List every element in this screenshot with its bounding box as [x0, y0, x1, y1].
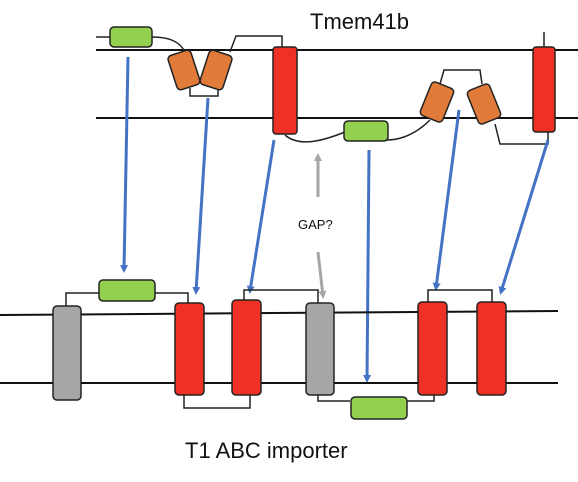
- top-loop-7: [494, 123, 549, 145]
- bottom-membrane-upper-line: [0, 310, 559, 316]
- top-loop-3: [229, 35, 283, 53]
- abc-importer-topology: T1 ABC importer: [0, 279, 559, 463]
- top-green-domain-n: [109, 26, 153, 48]
- top-loop-2: [189, 88, 219, 97]
- bottom-red-helix-3: [417, 301, 448, 396]
- bottom-loop-2: [183, 395, 251, 409]
- bottom-red-helix-4: [476, 301, 507, 396]
- bottom-loop-4b: [407, 395, 435, 402]
- gap-label: GAP?: [298, 217, 333, 232]
- arrow-orange-to-red-3: [432, 109, 461, 291]
- bottom-loop-1b: [154, 292, 189, 304]
- arrow-red-to-red-2: [246, 139, 276, 294]
- bottom-loop-4a: [317, 395, 350, 402]
- bottom-loop-1a: [65, 292, 100, 307]
- mapping-arrows: GAP?: [120, 56, 550, 383]
- bottom-red-helix-1: [174, 302, 205, 396]
- top-red-helix-1: [272, 46, 298, 135]
- top-green-domain-mid: [343, 120, 389, 142]
- gray-arrow-down: [316, 251, 327, 299]
- top-orange-helix-4: [466, 83, 502, 125]
- bottom-loop-3: [243, 289, 319, 304]
- top-red-helix-2: [532, 46, 556, 133]
- arrow-red-to-red-4: [498, 139, 550, 295]
- bottom-gray-helix-2: [305, 302, 335, 396]
- bottom-green-domain-top: [98, 279, 156, 302]
- top-orange-helix-1: [167, 49, 201, 91]
- bottom-loop-5: [427, 289, 493, 303]
- bottom-green-domain-bottom: [350, 396, 408, 420]
- tmem41b-title: Tmem41b: [310, 9, 409, 34]
- bottom-gray-helix-1: [52, 305, 82, 401]
- arrow-green-to-green: [120, 56, 130, 273]
- top-orange-helix-2: [199, 49, 233, 91]
- bottom-red-helix-2: [231, 299, 262, 396]
- tmem41b-topology: Tmem41b: [96, 9, 578, 145]
- arrow-orange-to-red-1: [192, 97, 210, 295]
- arrow-green-mid-to-membrane: [363, 149, 372, 383]
- abc-importer-title: T1 ABC importer: [185, 438, 348, 463]
- top-loop-6: [439, 69, 483, 85]
- top-loop-1: [151, 36, 186, 53]
- top-loop-4: [284, 131, 346, 143]
- top-orange-helix-3: [419, 81, 455, 123]
